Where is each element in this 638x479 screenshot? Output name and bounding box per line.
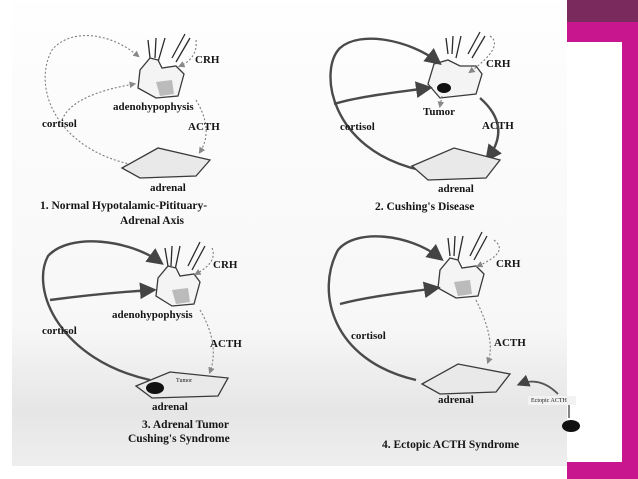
adrenal-gland <box>410 147 502 181</box>
hypothalamic-neurons <box>147 33 191 63</box>
pituitary-tumor <box>437 83 451 93</box>
cortisol-label: cortisol <box>340 121 375 133</box>
crh-feedback-arrow <box>468 35 495 74</box>
acth-label: ACTH <box>188 121 220 133</box>
acth-arrow <box>195 99 207 154</box>
cortisol-feedback-outer <box>44 35 156 169</box>
hypothalamic-neurons <box>445 31 486 59</box>
tumor-label: Tumor <box>176 378 192 384</box>
adrenal-gland <box>420 363 512 395</box>
cortisol-label: cortisol <box>351 330 386 342</box>
ectopic-acth-label: Ectopic ACTH <box>531 398 567 404</box>
anterior-lobe-shading <box>156 80 174 96</box>
anterior-lobe-shading <box>172 288 190 304</box>
acth-label: ACTH <box>210 338 242 350</box>
cortisol-label: cortisol <box>42 325 77 337</box>
hypothalamic-neurons <box>447 231 488 261</box>
crh-label: CRH <box>213 259 238 271</box>
crh-feedback-arrow <box>194 247 214 276</box>
panel-adrenal-tumor: Tumor CRH adenohypophysis cortisol ACTH … <box>41 240 242 445</box>
tumor-arrow <box>437 95 445 109</box>
acth-pituitary-arrow <box>475 299 493 365</box>
acth-label: ACTH <box>494 337 526 349</box>
panel-4-caption-line-1: 4. Ectopic ACTH Syndrome <box>382 439 519 451</box>
adrenal-gland <box>120 147 212 179</box>
adrenal-label: adrenal <box>152 401 188 413</box>
panel-ectopic-acth: Ectopic ACTH CRH cortisol ACTH adrenal 4… <box>327 231 580 451</box>
adrenal-label: adrenal <box>438 394 474 406</box>
accent-bar-plum <box>567 0 638 22</box>
hypothalamic-neurons <box>164 241 206 271</box>
panel-1-caption-line-1: 1. Normal Hypotalamic-Pitituary- <box>40 200 207 212</box>
adrenal-tumor <box>146 382 164 394</box>
cortisol-feedback-outer <box>41 240 164 382</box>
adrenal-label: adrenal <box>438 183 474 195</box>
accent-bar-bottom <box>567 462 638 479</box>
panel-3-caption-line-1: 3. Adrenal Tumor <box>142 419 229 431</box>
panel-1-caption-line-2: Adrenal Axis <box>120 215 185 227</box>
crh-label: CRH <box>496 258 521 270</box>
acth-label: ACTH <box>482 120 514 132</box>
pituitary-gland <box>437 257 485 299</box>
cortisol-feedback-inner <box>339 281 441 306</box>
cortisol-feedback-outer <box>327 235 444 382</box>
ectopic-acth-arrow <box>516 374 559 395</box>
anterior-lobe-shading <box>454 280 472 296</box>
pituitary-gland <box>427 59 483 99</box>
panel-normal-axis: CRH adenohypophysis cortisol ACTH adrena… <box>40 33 220 227</box>
tumor-label: Tumor <box>423 106 455 118</box>
accent-bar-top <box>567 22 638 42</box>
adenohypophysis-label: adenohypophysis <box>113 101 194 113</box>
acth-arrow <box>479 97 502 162</box>
ectopic-tumor <box>562 420 580 432</box>
cortisol-feedback-outer <box>329 37 442 172</box>
crh-label: CRH <box>486 58 511 70</box>
panel-cushings-disease: CRH Tumor cortisol ACTH adrenal 2. Cushi… <box>329 31 514 213</box>
adrenal-label: adrenal <box>150 182 186 194</box>
cortisol-feedback-inner <box>61 81 137 121</box>
cortisol-feedback-inner <box>49 282 157 302</box>
crh-feedback-arrow <box>475 239 500 268</box>
accent-bar-right <box>622 22 638 479</box>
ectopic-source-box <box>528 396 576 405</box>
panel-2-caption-line-1: 2. Cushing's Disease <box>375 201 474 213</box>
crh-label: CRH <box>195 54 220 66</box>
crh-feedback-arrow <box>177 39 197 68</box>
adenohypophysis-label: adenohypophysis <box>112 309 193 321</box>
panel-3-caption-line-2: Cushing's Syndrome <box>128 433 230 445</box>
cortisol-feedback-inner <box>333 81 433 106</box>
cortisol-label: cortisol <box>42 118 77 130</box>
